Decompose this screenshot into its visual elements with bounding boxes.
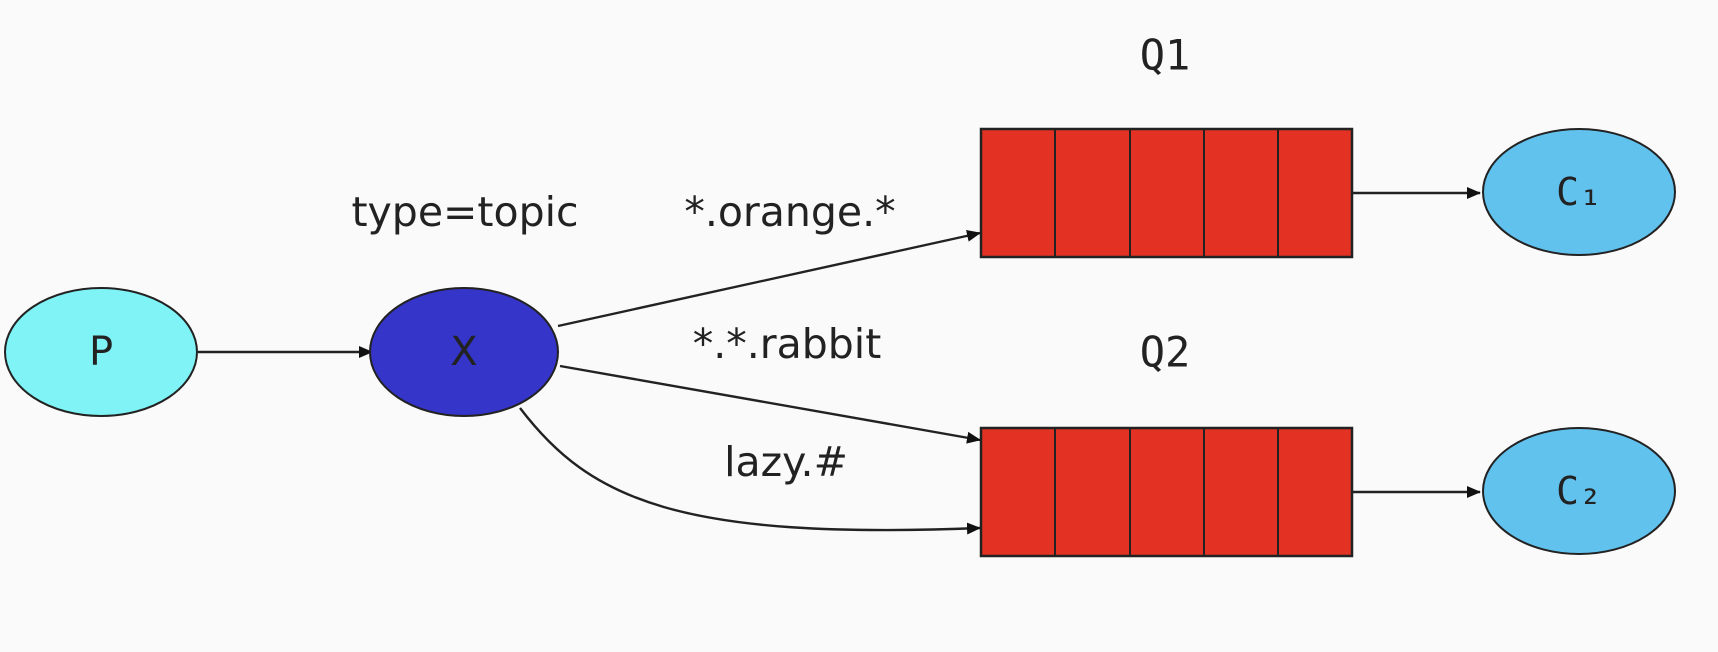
producer-label: P <box>89 329 113 375</box>
consumer-node-1: C₁ <box>1482 128 1676 256</box>
binding-label-lazy: lazy.# <box>724 438 848 486</box>
producer-shape <box>4 287 198 417</box>
edge-rabbit-binding <box>559 364 981 444</box>
producer-node: P <box>4 287 198 417</box>
exchange-label: X <box>450 329 477 375</box>
edge-lazy-binding <box>519 407 981 535</box>
binding-label-orange: *.orange.* <box>684 188 895 236</box>
edge-orange-binding <box>557 229 981 328</box>
queue-label-q2: Q2 <box>1140 328 1191 377</box>
queue-label-q1: Q1 <box>1140 31 1191 80</box>
consumer-node-2: C₂ <box>1482 427 1676 555</box>
queue-q1-box <box>979 127 1354 259</box>
queue-q2-box <box>979 426 1354 558</box>
consumer-1-label: C₁ <box>1556 170 1602 214</box>
exchange-node: X <box>369 287 559 417</box>
exchange-type-label: type=topic <box>351 188 578 236</box>
exchange-shape <box>369 287 559 417</box>
consumer-2-shape <box>1482 427 1676 555</box>
queue-q1 <box>979 127 1354 259</box>
consumer-2-label: C₂ <box>1556 469 1602 513</box>
queue-q2 <box>979 426 1354 558</box>
consumer-1-shape <box>1482 128 1676 256</box>
binding-label-rabbit: *.*.rabbit <box>693 320 882 368</box>
